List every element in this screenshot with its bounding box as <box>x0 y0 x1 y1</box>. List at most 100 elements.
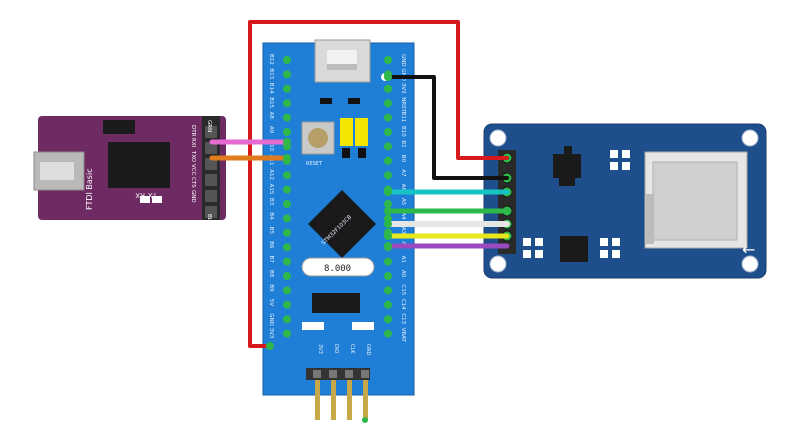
swd-pin-label: CLK <box>349 344 355 354</box>
stm32-right-pin-label: C15 <box>400 284 406 295</box>
reset-label: RESET <box>306 161 323 167</box>
stm32-right-pin <box>384 200 392 208</box>
stm32-right-pin-label: A5 <box>400 198 406 206</box>
stm32-left-pin-label: B6 <box>268 241 274 249</box>
stm32-right-pin-label: C14 <box>400 299 406 310</box>
stm32-left-pin <box>283 272 291 280</box>
stm32-right-pin <box>384 56 392 64</box>
stm32-left-pin-label: A12 <box>268 169 274 180</box>
crystal <box>301 257 375 277</box>
stm32-right-pin <box>384 214 392 223</box>
stm32-left-pin-label: B15 <box>268 97 274 108</box>
rx-led <box>140 196 150 203</box>
stm32-right-pin <box>384 84 392 93</box>
ftdi-pin-label: DTR <box>190 125 196 137</box>
stm32-right-pin <box>384 142 392 151</box>
stm32-right-pin-label: B10 <box>400 126 406 137</box>
stm32-left-pin-label: 3V3 <box>268 328 274 339</box>
swd-pin <box>313 370 321 378</box>
stm32-left-pin-label: A15 <box>268 184 274 195</box>
stm32-right-pin <box>384 272 392 280</box>
stm32-left-pin-label: 5V <box>268 299 274 306</box>
mounting-hole <box>741 129 759 147</box>
ftdi-pin-label: GRN <box>206 120 212 132</box>
mounting-hole <box>741 255 759 273</box>
stm32-left-pin-label: B8 <box>268 270 274 278</box>
stm32-left-pin <box>283 56 291 64</box>
stm32-mcu-chip <box>308 190 376 258</box>
stm32-left-pin-label: B4 <box>268 212 274 220</box>
swd-pin-label: 3V3 <box>317 344 323 354</box>
stm32-left-pin-label: B14 <box>268 83 274 94</box>
mounting-hole <box>489 255 507 273</box>
ftdi-header-pin <box>205 206 217 218</box>
ftdi-title: FTDI Basic <box>85 168 94 210</box>
ftdi-header-pin <box>205 190 217 202</box>
voltage-regulator <box>312 293 360 313</box>
stm32-right-pin <box>384 315 392 324</box>
ftdi-rx-label: RX <box>135 191 145 199</box>
stm32-left-pin-label: B12 <box>268 54 274 65</box>
stm32-right-pin <box>384 300 392 309</box>
boot1-jumper[interactable] <box>355 118 368 146</box>
stm32-left-pin <box>283 329 291 338</box>
stm32-right-pin-label: GND <box>400 68 406 81</box>
ftdi-chip <box>108 142 170 188</box>
stm32-left-pin-label: GND <box>268 313 274 326</box>
ftdi-small-ic <box>103 120 135 134</box>
stm32-right-pin <box>384 171 392 180</box>
stm32-left-pin-label: A8 <box>268 112 274 120</box>
stm32-right-pin-label: B0 <box>400 155 406 163</box>
stm32-left-pin <box>283 228 291 237</box>
stm32-left-pin <box>283 113 291 122</box>
stm32-right-pin-label: VBAT <box>400 328 406 343</box>
stm32-left-pin-label: B7 <box>268 256 274 264</box>
boot0-jumper[interactable] <box>340 118 353 146</box>
stm32-left-pin <box>283 286 291 295</box>
stm32-left-pin <box>283 243 291 252</box>
ftdi-pin-label: CTS <box>190 177 196 188</box>
swd-header <box>306 368 370 380</box>
wire-black-ground <box>386 75 509 180</box>
stm32-left-pin <box>283 128 291 136</box>
wires <box>209 20 510 348</box>
swd-pin-label: GND <box>365 344 371 356</box>
stm32-right-pin-label: A1 <box>400 256 406 263</box>
ftdi-header-pin <box>205 126 217 138</box>
swd-pin <box>361 370 369 378</box>
stm32-left-pin-label: B9 <box>268 284 274 292</box>
stm32-right-pin-label: C13 <box>400 313 406 324</box>
stm32-left-pin <box>283 70 291 79</box>
stm32-left-pin <box>283 214 291 223</box>
stm32-right-pin <box>384 99 392 108</box>
stm32-right-pin-label: B1 <box>400 140 406 147</box>
stm32-left-pin-label: A9 <box>268 126 274 134</box>
stm32-right-pin-label: A0 <box>400 270 406 278</box>
stm32-left-pin-label: B3 <box>268 198 274 206</box>
connection-points <box>266 73 392 350</box>
stm32-right-pin-label: NRST <box>400 97 406 112</box>
ftdi-header-pin <box>205 158 217 170</box>
ftdi-pin-label: BLK <box>206 214 212 225</box>
insert-arrow-icon: ← <box>742 240 755 259</box>
swd-pin <box>329 370 337 378</box>
ftdi-tx-label: TX <box>148 191 158 199</box>
crystal-label: 8.000 <box>324 264 351 274</box>
stm32-left-pin-label: B13 <box>268 68 274 79</box>
ftdi-header-pin <box>205 174 217 186</box>
microsd-module: ← <box>483 123 767 279</box>
level-shifter-ic <box>560 236 588 262</box>
stm32-left-pin-label: A10 <box>268 140 274 151</box>
ftdi-header-pin <box>205 142 217 154</box>
stm32-right-pin-label: 3V3 <box>400 83 406 94</box>
swd-pin <box>345 370 353 378</box>
stm32-right-pin <box>384 286 392 295</box>
stm32-left-pin <box>283 300 291 309</box>
stm32-right-pin <box>384 329 392 338</box>
mounting-hole <box>489 129 507 147</box>
stm32-right-pin-label: A4 <box>400 212 406 220</box>
stm32-left-pin <box>283 171 291 180</box>
sd-voltage-regulator <box>553 154 581 178</box>
